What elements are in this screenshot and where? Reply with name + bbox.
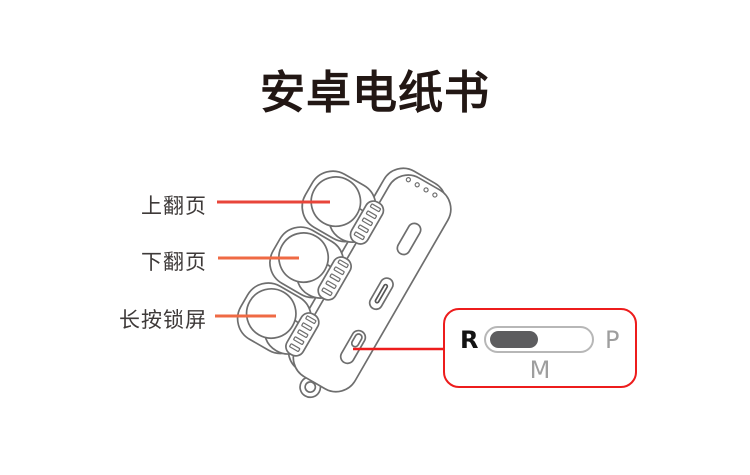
button-page-down (269, 226, 352, 301)
usb-port-icon (368, 277, 394, 311)
device-illustration-icon (236, 167, 452, 399)
label-long-press-lock: 长按锁屏 (119, 308, 207, 332)
mode-slide-switch-icon (339, 329, 367, 365)
mode-option-r: R (460, 326, 479, 354)
button-page-up (301, 170, 385, 245)
mode-switch-callout: R P M (443, 308, 637, 388)
indicator-dots-icon (405, 177, 438, 198)
mode-slide-switch (484, 326, 594, 353)
switch-knob (490, 331, 538, 348)
mode-option-m: M (529, 356, 551, 384)
clip-teeth-icon (353, 203, 382, 241)
button-lock-screen (236, 282, 320, 357)
mode-option-p: P (605, 326, 620, 354)
page-title: 安卓电纸书 (259, 66, 490, 119)
clip-teeth-icon (321, 259, 349, 297)
clip-teeth-icon (289, 315, 317, 352)
label-page-up: 上翻页 (141, 194, 207, 218)
label-page-down: 下翻页 (141, 250, 207, 274)
slot-top-icon (396, 222, 422, 256)
